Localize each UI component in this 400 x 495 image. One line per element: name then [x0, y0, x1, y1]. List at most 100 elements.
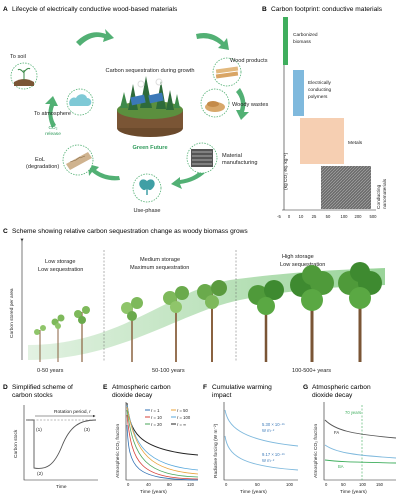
panel-d-letter: D	[3, 384, 8, 391]
panel-g: G Atmospheric carbon dioxide decay Atmos…	[303, 384, 397, 495]
panel-a-title: Lifecycle of electrically conductive woo…	[12, 6, 178, 13]
phase-2-line1: Medium storage	[140, 257, 180, 263]
legend-r100: r = 100	[177, 415, 191, 420]
to-atmosphere-label: To atmosphere	[34, 111, 71, 117]
mark-3: (3)	[84, 427, 90, 433]
phase-2-years: 50-100 years	[152, 368, 185, 374]
material-label-2: manufacturing	[222, 160, 257, 166]
bar-conducting-polymers	[293, 70, 304, 116]
panel-g-axes	[323, 402, 396, 481]
panel-b-ylabel: (kg CO₂ eq. kg⁻¹)	[283, 152, 289, 190]
panel-g-xlabel: Time (years)	[340, 489, 367, 495]
panel-e-legend: r = 1 r = 50 r = 10 r = 100 r = 20 r = ∞	[145, 408, 191, 427]
bar-label-metals: Metals	[348, 140, 363, 146]
stage-use-phase: Use-phase	[132, 173, 162, 214]
panel-f: F Cumulative warming impact Radiative fo…	[203, 384, 299, 495]
legend-r20: r = 20	[151, 422, 162, 427]
mark-1: (1)	[36, 427, 42, 433]
tick-e-2: 80	[167, 482, 172, 487]
curve-r-1	[126, 424, 199, 481]
panel-d-title-2: carbon stocks	[12, 392, 53, 399]
arrow-bottom-left	[88, 164, 120, 181]
panel-d-xlabel: Time	[56, 484, 67, 490]
panel-a-letter: A	[3, 6, 8, 13]
panel-d-axes	[23, 405, 98, 481]
panel-d-ylabel: Carbon stock	[13, 429, 19, 458]
arrow-bottom-right	[171, 169, 206, 189]
tick-e-0: 0	[127, 482, 130, 487]
use-phase-label: Use-phase	[133, 208, 160, 214]
phase-1-line2: Low sequestration	[38, 267, 83, 273]
tick-g-3: 150	[376, 482, 384, 487]
panel-e-axes	[125, 402, 198, 481]
co2-label-1: CO₂	[48, 125, 57, 131]
panel-g-letter: G	[303, 384, 308, 391]
forcing-curve-upper	[224, 409, 299, 447]
stage-to-soil: To soil	[10, 54, 38, 90]
stage-woody-wastes: Woody wastes	[200, 88, 268, 118]
tick-b-0: -5	[277, 214, 281, 219]
tick-e-3: 120	[187, 482, 195, 487]
tick-f-0: 0	[225, 482, 228, 487]
tick-e-1: 40	[146, 482, 151, 487]
phase-1-years: 0-50 years	[37, 368, 64, 374]
panel-g-ylabel: Atmospheric CO₂ fraction	[313, 424, 319, 478]
bar-metals	[300, 118, 344, 164]
bar-conducting-nanomaterials	[321, 166, 371, 209]
stage-wood-products: Wood products	[212, 57, 268, 87]
tick-b-1: 0	[288, 214, 291, 219]
panel-g-title-2: dioxide decay	[312, 392, 353, 399]
phase-3-line2: Low sequestration	[280, 262, 325, 268]
decay-curves	[126, 402, 199, 481]
panel-b-title: Carbon footprint: conductive materials	[271, 6, 383, 13]
fa-curve	[324, 419, 397, 439]
center-sequestration-label: Carbon sequestration during growth	[106, 68, 195, 74]
phase-3-years: 100-500+ years	[292, 368, 331, 374]
tick-b-7: 500	[370, 214, 378, 219]
panel-e-title-2: dioxide decay	[112, 392, 153, 399]
panel-b-letter: B	[262, 6, 267, 13]
forcing-annot-1a: 5.30 × 10⁻¹⁵	[262, 422, 285, 427]
arrow-top-left	[76, 29, 114, 46]
to-soil-label: To soil	[10, 54, 26, 60]
panel-d-rotation-label: Rotation period, r	[54, 409, 91, 415]
forcing-annot-1b: W m⁻²	[262, 428, 275, 433]
panel-e: E Atmospheric carbon dioxide decay Atmos…	[103, 384, 199, 495]
panel-c: C Scheme showing relative carbon sequest…	[3, 228, 385, 374]
woody-wastes-label: Woody wastes	[232, 102, 268, 108]
forcing-annot-2b: W m⁻²	[262, 458, 275, 463]
bar-label-nano-1: Conducting	[376, 184, 382, 209]
panel-g-title-1: Atmospheric carbon	[312, 384, 371, 391]
carbon-stock-curve	[26, 419, 97, 469]
net-curve	[324, 459, 397, 464]
tick-b-6: 200	[355, 214, 363, 219]
bar-carbonized-biomass	[283, 17, 288, 65]
panel-c-title: Scheme showing relative carbon sequestra…	[12, 228, 248, 235]
panel-b: B Carbon footprint: conductive materials…	[262, 6, 388, 219]
tick-g-2: 100	[359, 482, 367, 487]
material-label-1: Material	[222, 153, 242, 159]
bar-label-polymers-1: Electrically	[308, 80, 332, 86]
stage-eol: EoL (degradation)	[26, 144, 94, 176]
legend-r50: r = 50	[177, 408, 188, 413]
tick-f-2: 100	[286, 482, 294, 487]
stage-material-manufacturing: Material manufacturing	[186, 142, 257, 174]
panel-f-xlabel: Time (years)	[240, 489, 267, 495]
panel-e-letter: E	[103, 384, 108, 391]
bar-label-nano-2: nanomaterials	[382, 178, 388, 209]
mark-2: (2)	[37, 471, 43, 477]
phase-3-line1: High storage	[282, 254, 314, 260]
arrow-left-mid	[45, 96, 58, 128]
panel-f-ylabel: Radiative forcing (W m⁻²)	[213, 423, 219, 478]
seventy-years-label: 70 years	[345, 410, 361, 415]
tick-b-2: 10	[299, 214, 304, 219]
curve-r-20	[126, 409, 199, 478]
forcing-annot-2a: 9.17 × 10⁻¹⁶	[262, 452, 285, 457]
green-future-label: Green Future	[132, 145, 167, 151]
tree-illustrations	[34, 262, 382, 362]
tick-b-4: 50	[326, 214, 331, 219]
panel-f-letter: F	[203, 384, 207, 391]
lifecycle-arrows	[45, 29, 249, 189]
panel-e-xlabel: Time (years)	[140, 489, 167, 495]
